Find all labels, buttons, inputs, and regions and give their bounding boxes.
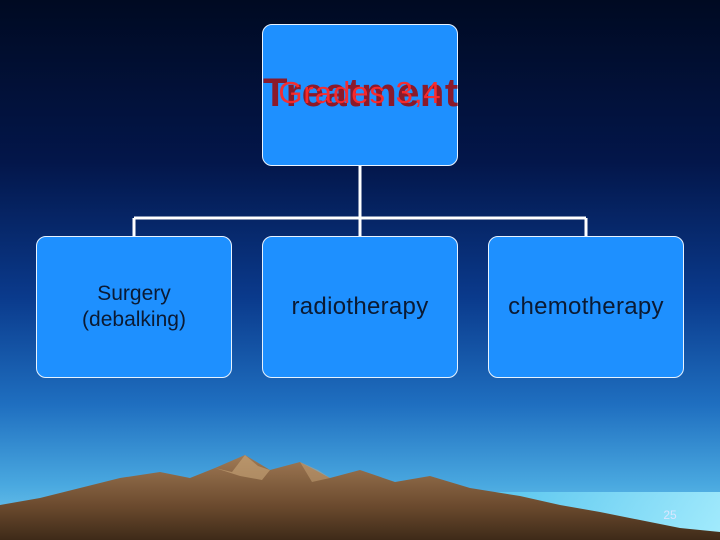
surgery-label: Surgery (debalking) xyxy=(82,281,186,334)
root-title-overlay: Grades 3,4 xyxy=(278,75,442,110)
root-title: Treatment xyxy=(263,71,459,115)
radiotherapy-label: radiotherapy xyxy=(291,293,429,320)
surgery-label-line2: (debalking) xyxy=(82,308,186,331)
surgery-label-line1: Surgery xyxy=(97,281,171,305)
page-number: 25 xyxy=(663,508,677,522)
root-node-treatment: Treatment Grades 3,4 xyxy=(262,24,458,166)
child-node-chemotherapy: chemotherapy xyxy=(488,236,684,378)
chemotherapy-label: chemotherapy xyxy=(508,293,664,320)
child-node-surgery: Surgery (debalking) xyxy=(36,236,232,378)
title-wrap: Treatment Grades 3,4 xyxy=(263,65,459,125)
child-node-radiotherapy: radiotherapy xyxy=(262,236,458,378)
